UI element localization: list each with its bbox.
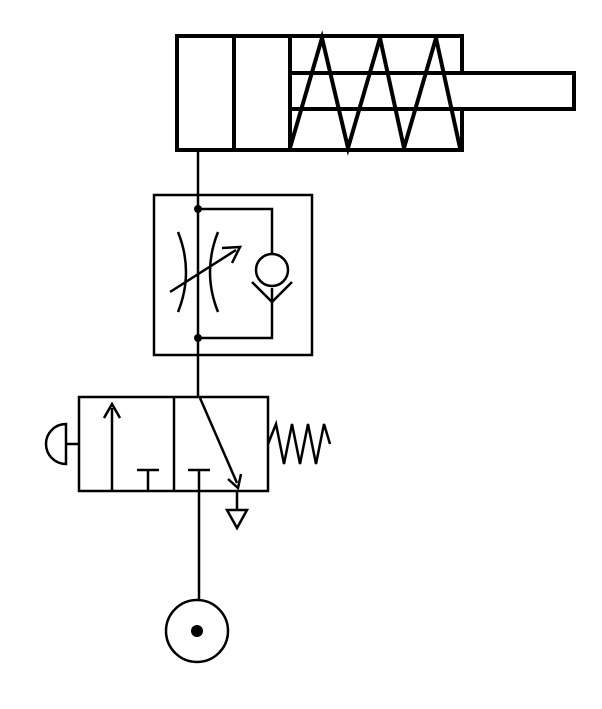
right-flow-arrow-head xyxy=(227,473,243,491)
flow-control-valve xyxy=(152,193,314,357)
bypass-line xyxy=(198,207,274,253)
pressure-source xyxy=(164,598,230,664)
left-flow-arrow-head xyxy=(102,401,122,419)
flow-control-housing xyxy=(152,193,314,357)
cylinder-spring xyxy=(288,30,462,156)
bypass-line-bottom xyxy=(198,288,274,340)
check-valve-seat xyxy=(251,281,293,304)
right-flow-arrow-shaft xyxy=(198,397,239,484)
throttle-left-arc xyxy=(176,231,188,313)
check-valve-ball xyxy=(254,252,290,288)
throttle-right-arc xyxy=(208,231,220,313)
cylinder xyxy=(175,30,576,156)
pressure-source-dot xyxy=(191,625,203,637)
pressure-source-circle xyxy=(164,598,230,664)
exhaust-triangle xyxy=(224,508,250,531)
adjust-arrow-head xyxy=(221,245,243,264)
valve-spring xyxy=(266,419,332,465)
exhaust-port xyxy=(224,491,250,531)
push-button-icon xyxy=(44,422,68,466)
directional-valve xyxy=(44,395,332,493)
adjust-arrow-shaft xyxy=(169,248,237,294)
